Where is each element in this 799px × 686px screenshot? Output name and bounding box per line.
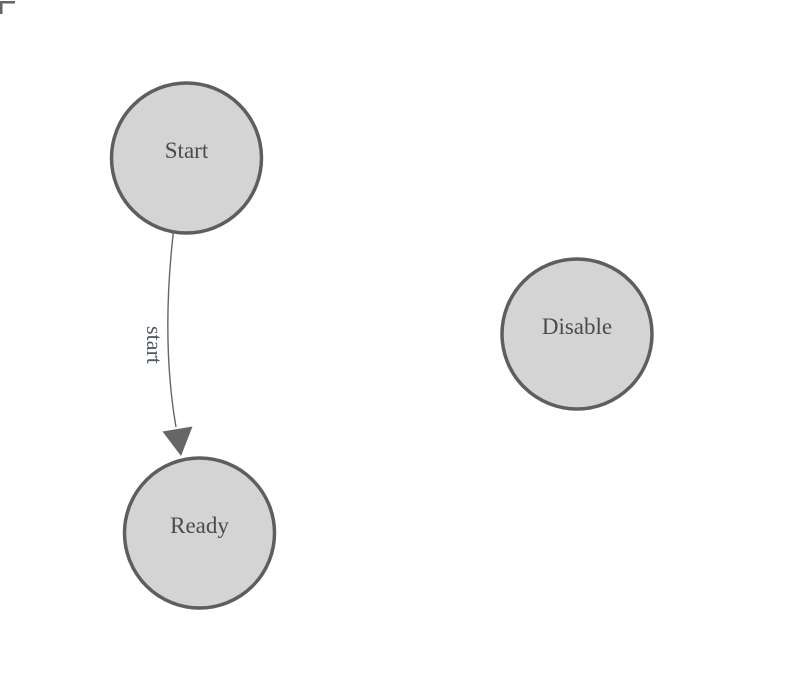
- node-ready-circle[interactable]: [122, 456, 277, 610]
- node-start-circle[interactable]: [109, 81, 264, 235]
- edge-arrowhead-icon: [162, 426, 193, 456]
- edge-start-to-ready: start: [142, 230, 193, 456]
- edge-label-start[interactable]: start: [142, 326, 167, 364]
- node-disable[interactable]: Disable: [500, 257, 654, 411]
- node-disable-circle[interactable]: [500, 257, 654, 411]
- node-ready[interactable]: Ready: [122, 456, 277, 610]
- node-start[interactable]: Start: [109, 81, 264, 235]
- edge-line[interactable]: [167, 230, 177, 428]
- canvas-corner-marker-icon: [0, 1, 15, 14]
